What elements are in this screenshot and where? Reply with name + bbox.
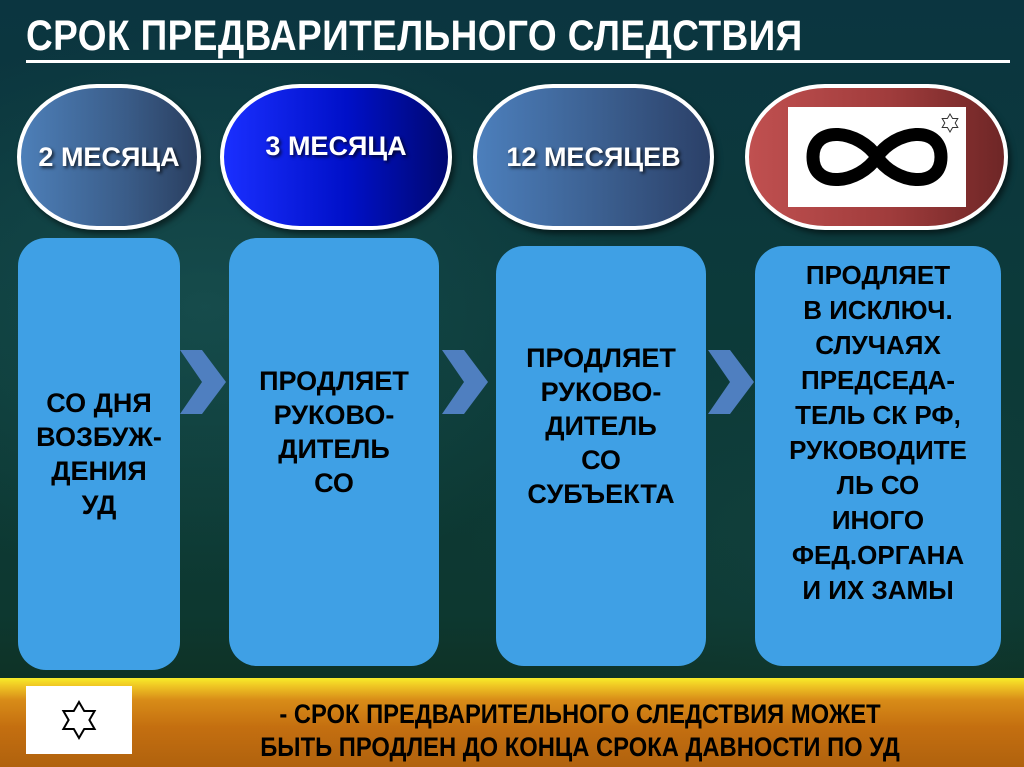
infinity-image [787,107,966,207]
duration-pill-unlimited [745,84,1008,230]
duration-label: 2 МЕСЯЦА [38,141,180,172]
duration-pill-3-months: 3 МЕСЯЦА [220,84,452,230]
footnote-text: - СРОК ПРЕДВАРИТЕЛЬНОГО СЛЕДСТВИЯ МОЖЕТ … [260,699,900,762]
stage-description: СО ДНЯ ВОЗБУЖ- ДЕНИЯ УД [36,388,162,520]
chevron-right-icon [708,350,754,414]
six-point-star-icon [940,113,959,133]
duration-pill-12-months: 12 МЕСЯЦЕВ [473,84,714,230]
stage-description: ПРОДЛЯЕТ РУКОВО- ДИТЕЛЬ СО [259,366,409,498]
chevron-right-icon [442,350,488,414]
duration-pill-2-months: 2 МЕСЯЦА [17,84,201,230]
duration-label: 3 МЕСЯЦА [265,130,407,161]
chevron-right-icon [180,350,226,414]
footnote-icon-box [26,686,132,754]
slide-title: СРОК ПРЕДВАРИТЕЛЬНОГО СЛЕДСТВИЯ [26,12,803,60]
stage-card-3-months: ПРОДЛЯЕТ РУКОВО- ДИТЕЛЬ СО [229,238,439,666]
duration-label: 12 МЕСЯЦЕВ [506,141,681,172]
infinity-icon [805,127,948,187]
footnote-banner [0,678,1024,767]
title-underline [26,60,1010,63]
stage-description: ПРОДЛЯЕТ РУКОВО- ДИТЕЛЬ СО СУБЪЕКТА [526,343,676,509]
stage-card-12-months: ПРОДЛЯЕТ РУКОВО- ДИТЕЛЬ СО СУБЪЕКТА [496,246,706,666]
six-point-star-icon [61,700,97,740]
stage-description: ПРОДЛЯЕТ В ИСКЛЮЧ. СЛУЧАЯХ ПРЕДСЕДА- ТЕЛ… [789,260,967,605]
stage-card-2-months: СО ДНЯ ВОЗБУЖ- ДЕНИЯ УД [18,238,180,670]
stage-card-unlimited: ПРОДЛЯЕТ В ИСКЛЮЧ. СЛУЧАЯХ ПРЕДСЕДА- ТЕЛ… [755,246,1001,666]
